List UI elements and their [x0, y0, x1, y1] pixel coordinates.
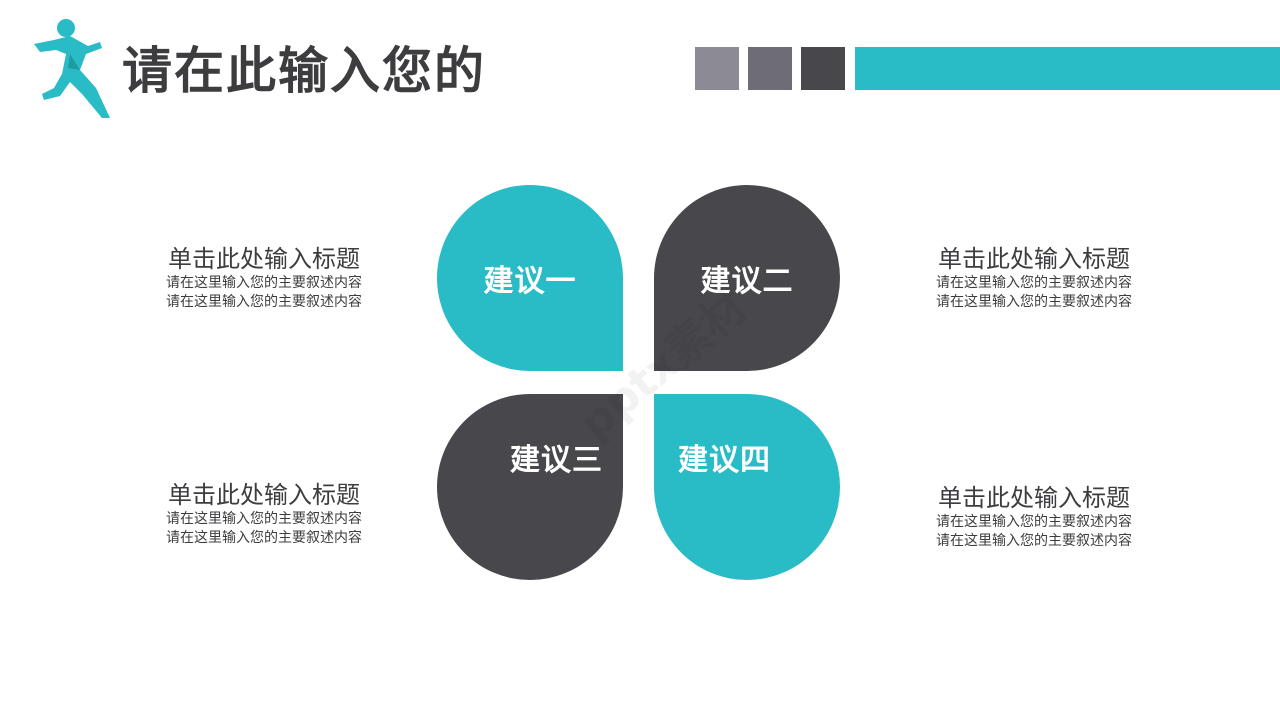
petal-suggestion-2: 建议二	[654, 185, 840, 371]
petal-label: 建议四	[678, 443, 771, 478]
text-block-line: 请在这里输入您的主要叙述内容	[166, 530, 362, 546]
text-block-line: 请在这里输入您的主要叙述内容	[166, 275, 362, 291]
petal-suggestion-3: 建议三	[437, 394, 623, 580]
text-block-line: 请在这里输入您的主要叙述内容	[166, 511, 362, 527]
accent-bar	[855, 47, 1280, 90]
text-block-line: 请在这里输入您的主要叙述内容	[936, 514, 1132, 530]
text-block-title: 单击此处输入标题	[168, 245, 360, 273]
text-block-line: 请在这里输入您的主要叙述内容	[936, 275, 1132, 291]
text-block-title: 单击此处输入标题	[168, 481, 360, 509]
text-block-bottom-left: 单击此处输入标题 请在这里输入您的主要叙述内容 请在这里输入您的主要叙述内容	[134, 480, 394, 548]
running-man-icon	[34, 19, 110, 118]
text-block-line: 请在这里输入您的主要叙述内容	[936, 294, 1132, 310]
petal-label: 建议一	[483, 264, 577, 299]
text-block-bottom-right: 单击此处输入标题 请在这里输入您的主要叙述内容 请在这里输入您的主要叙述内容	[904, 483, 1164, 551]
text-block-top-right: 单击此处输入标题 请在这里输入您的主要叙述内容 请在这里输入您的主要叙述内容	[904, 244, 1164, 312]
text-block-title: 单击此处输入标题	[938, 245, 1130, 273]
petal-suggestion-4: 建议四	[654, 394, 840, 580]
text-block-title: 单击此处输入标题	[938, 484, 1130, 512]
petal-suggestion-1: 建议一	[437, 185, 623, 371]
gray-square-2	[748, 47, 792, 90]
petal-label: 建议三	[510, 443, 603, 478]
text-block-line: 请在这里输入您的主要叙述内容	[936, 533, 1132, 549]
text-block-line: 请在这里输入您的主要叙述内容	[166, 294, 362, 310]
gray-square-1	[695, 47, 739, 90]
petal-label: 建议二	[700, 264, 794, 299]
page-title: 请在此输入您的	[122, 42, 486, 100]
text-block-top-left: 单击此处输入标题 请在这里输入您的主要叙述内容 请在这里输入您的主要叙述内容	[134, 244, 394, 312]
gray-square-3	[801, 47, 845, 90]
